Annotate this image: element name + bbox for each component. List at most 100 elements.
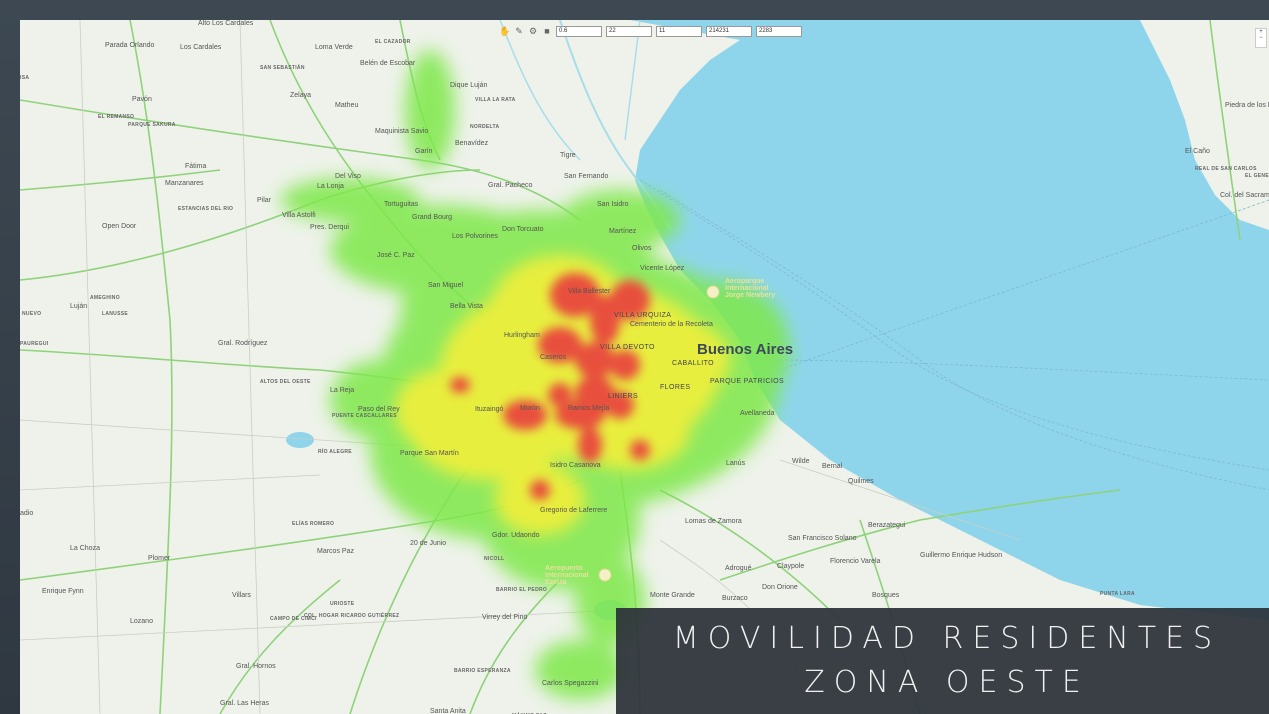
place-label: CABALLITO xyxy=(672,360,714,367)
place-label: San Fernando xyxy=(564,173,609,180)
airport-marker xyxy=(706,285,720,299)
place-label: Villa Ballester xyxy=(568,288,611,295)
map-canvas xyxy=(20,20,1269,714)
place-label: Bosques xyxy=(872,592,900,599)
opacity-input[interactable]: 0.6 xyxy=(556,25,602,37)
place-label: Aeroparque Internacional Jorge Newbery xyxy=(725,278,776,299)
place-label: ALTOS DEL OESTE xyxy=(260,379,311,385)
place-label: Claypole xyxy=(777,563,805,570)
place-label: BARRIO ESPERANZA xyxy=(454,668,511,674)
place-label: EL REMANSO xyxy=(98,114,135,120)
radius-input[interactable]: 22 xyxy=(606,25,652,37)
place-label: Gregorio de Laferrere xyxy=(540,507,608,514)
place-label: EL GENE xyxy=(1245,173,1269,179)
lake xyxy=(286,432,314,448)
place-label: La Lonja xyxy=(317,183,344,190)
point-count-input[interactable]: 2283 xyxy=(756,25,802,37)
zoom-control[interactable]: +− xyxy=(1255,28,1267,48)
place-label: Quilmes xyxy=(848,478,874,485)
place-label: La Reja xyxy=(330,387,355,394)
place-label: NUEVO xyxy=(22,311,42,317)
place-label: adio xyxy=(20,510,34,517)
river-water xyxy=(630,20,1269,620)
place-label: Zelaya xyxy=(290,92,312,99)
slide-caption: MOVILIDAD RESIDENTES ZONA OESTE xyxy=(616,608,1269,714)
place-label: Loma Verde xyxy=(315,44,353,51)
place-label: Gral. Pacheco xyxy=(488,182,533,189)
place-label: Lanús xyxy=(726,460,746,467)
shipping-lane xyxy=(659,189,1269,491)
place-label: Berazategui xyxy=(868,522,906,529)
place-label: Morón xyxy=(520,405,540,412)
place-label: PAUREGUI xyxy=(20,341,49,347)
place-label: Alto Los Cardales xyxy=(198,20,254,27)
place-label: Open Door xyxy=(102,223,137,230)
place-label: ELÍAS ROMERO xyxy=(292,521,335,527)
place-label: Lomas de Zamora xyxy=(685,518,742,525)
place-label: Luján xyxy=(70,303,88,310)
place-label: Hurlingham xyxy=(504,332,540,339)
place-label: El Caño xyxy=(1185,148,1210,155)
place-label: LINIERS xyxy=(608,393,639,400)
place-label: Villars xyxy=(232,592,251,599)
city-label-buenos-aires: Buenos Aires xyxy=(697,341,794,358)
place-label: Bella Vista xyxy=(450,303,483,310)
heat-layer-high xyxy=(450,273,650,500)
place-label: URIOSTE xyxy=(330,601,355,607)
place-label: Carlos Spegazzini xyxy=(542,680,599,687)
place-label: ESTANCIAS DEL RIO xyxy=(178,206,234,212)
place-label: VILLA DEVOTO xyxy=(600,344,655,351)
place-label: LANUSSE xyxy=(102,311,128,317)
place-label: Los Cardales xyxy=(180,44,222,51)
place-label: Santa Anita xyxy=(430,708,466,714)
place-label: PARQUE PATRICIOS xyxy=(710,378,785,385)
place-label: Plomer xyxy=(148,555,171,562)
place-label: Ituzaingó xyxy=(475,406,504,413)
place-label: Col. del Sacramento xyxy=(1220,192,1269,199)
place-label: San Miguel xyxy=(428,282,464,289)
draw-icon[interactable]: ✎ xyxy=(515,25,523,36)
place-label: Del Viso xyxy=(335,173,361,180)
place-label: Gdor. Udaondo xyxy=(492,532,540,539)
max-intensity-input[interactable]: 214231 xyxy=(706,25,752,37)
place-label: VILLA URQUIZA xyxy=(614,312,672,319)
place-label: BARRIO EL PEDRO xyxy=(496,587,548,593)
place-label: Benavídez xyxy=(455,140,489,147)
place-label: EL CAZADOR xyxy=(375,39,411,45)
place-label: AMEGHINO xyxy=(90,295,120,301)
camera-icon[interactable]: ■ xyxy=(544,26,550,36)
place-label: Enrique Fynn xyxy=(42,588,84,595)
place-label: CAMPO DE CIMCI xyxy=(270,616,317,622)
airport-marker xyxy=(598,568,612,582)
place-label: Florencio Varela xyxy=(830,558,881,565)
place-label: Los Polvorines xyxy=(452,233,498,240)
place-label: Adrogué xyxy=(725,565,752,572)
place-label: Dique Luján xyxy=(450,82,488,89)
place-label: Don Torcuato xyxy=(502,226,544,233)
hand-icon[interactable]: ✋ xyxy=(499,25,511,36)
place-label: Matheu xyxy=(335,102,359,109)
place-label: Gral. Las Heras xyxy=(220,700,270,707)
place-label: Pavón xyxy=(132,96,152,103)
place-label: Lozano xyxy=(130,618,153,625)
place-label: Guillermo Enrique Hudson xyxy=(920,552,1003,559)
place-label: Caseros xyxy=(540,354,567,361)
gear-icon[interactable]: ⚙ xyxy=(528,25,538,36)
place-label: Piedra de los Indios xyxy=(1225,102,1269,109)
place-label: Garín xyxy=(415,148,433,155)
place-label: Isidro Casanova xyxy=(550,462,601,469)
place-label: San Isidro xyxy=(597,201,629,208)
place-label: Martínez xyxy=(609,228,637,235)
place-label: Parada Orlando xyxy=(105,42,155,49)
uruguay-coast xyxy=(1140,20,1269,230)
place-label: Pilar xyxy=(257,197,272,204)
blur-input[interactable]: 11 xyxy=(656,25,702,37)
place-label: Paso del Rey xyxy=(358,406,400,413)
place-label: Aeropuerto Internacional Ezeiza xyxy=(545,565,589,586)
shipping-lane xyxy=(779,199,1269,371)
place-label: PUENTE CASCALLARES xyxy=(332,413,397,419)
place-label: José C. Paz xyxy=(377,252,415,259)
place-label: PUNTA LARA xyxy=(1100,591,1135,597)
place-label: Vicente López xyxy=(640,265,685,272)
